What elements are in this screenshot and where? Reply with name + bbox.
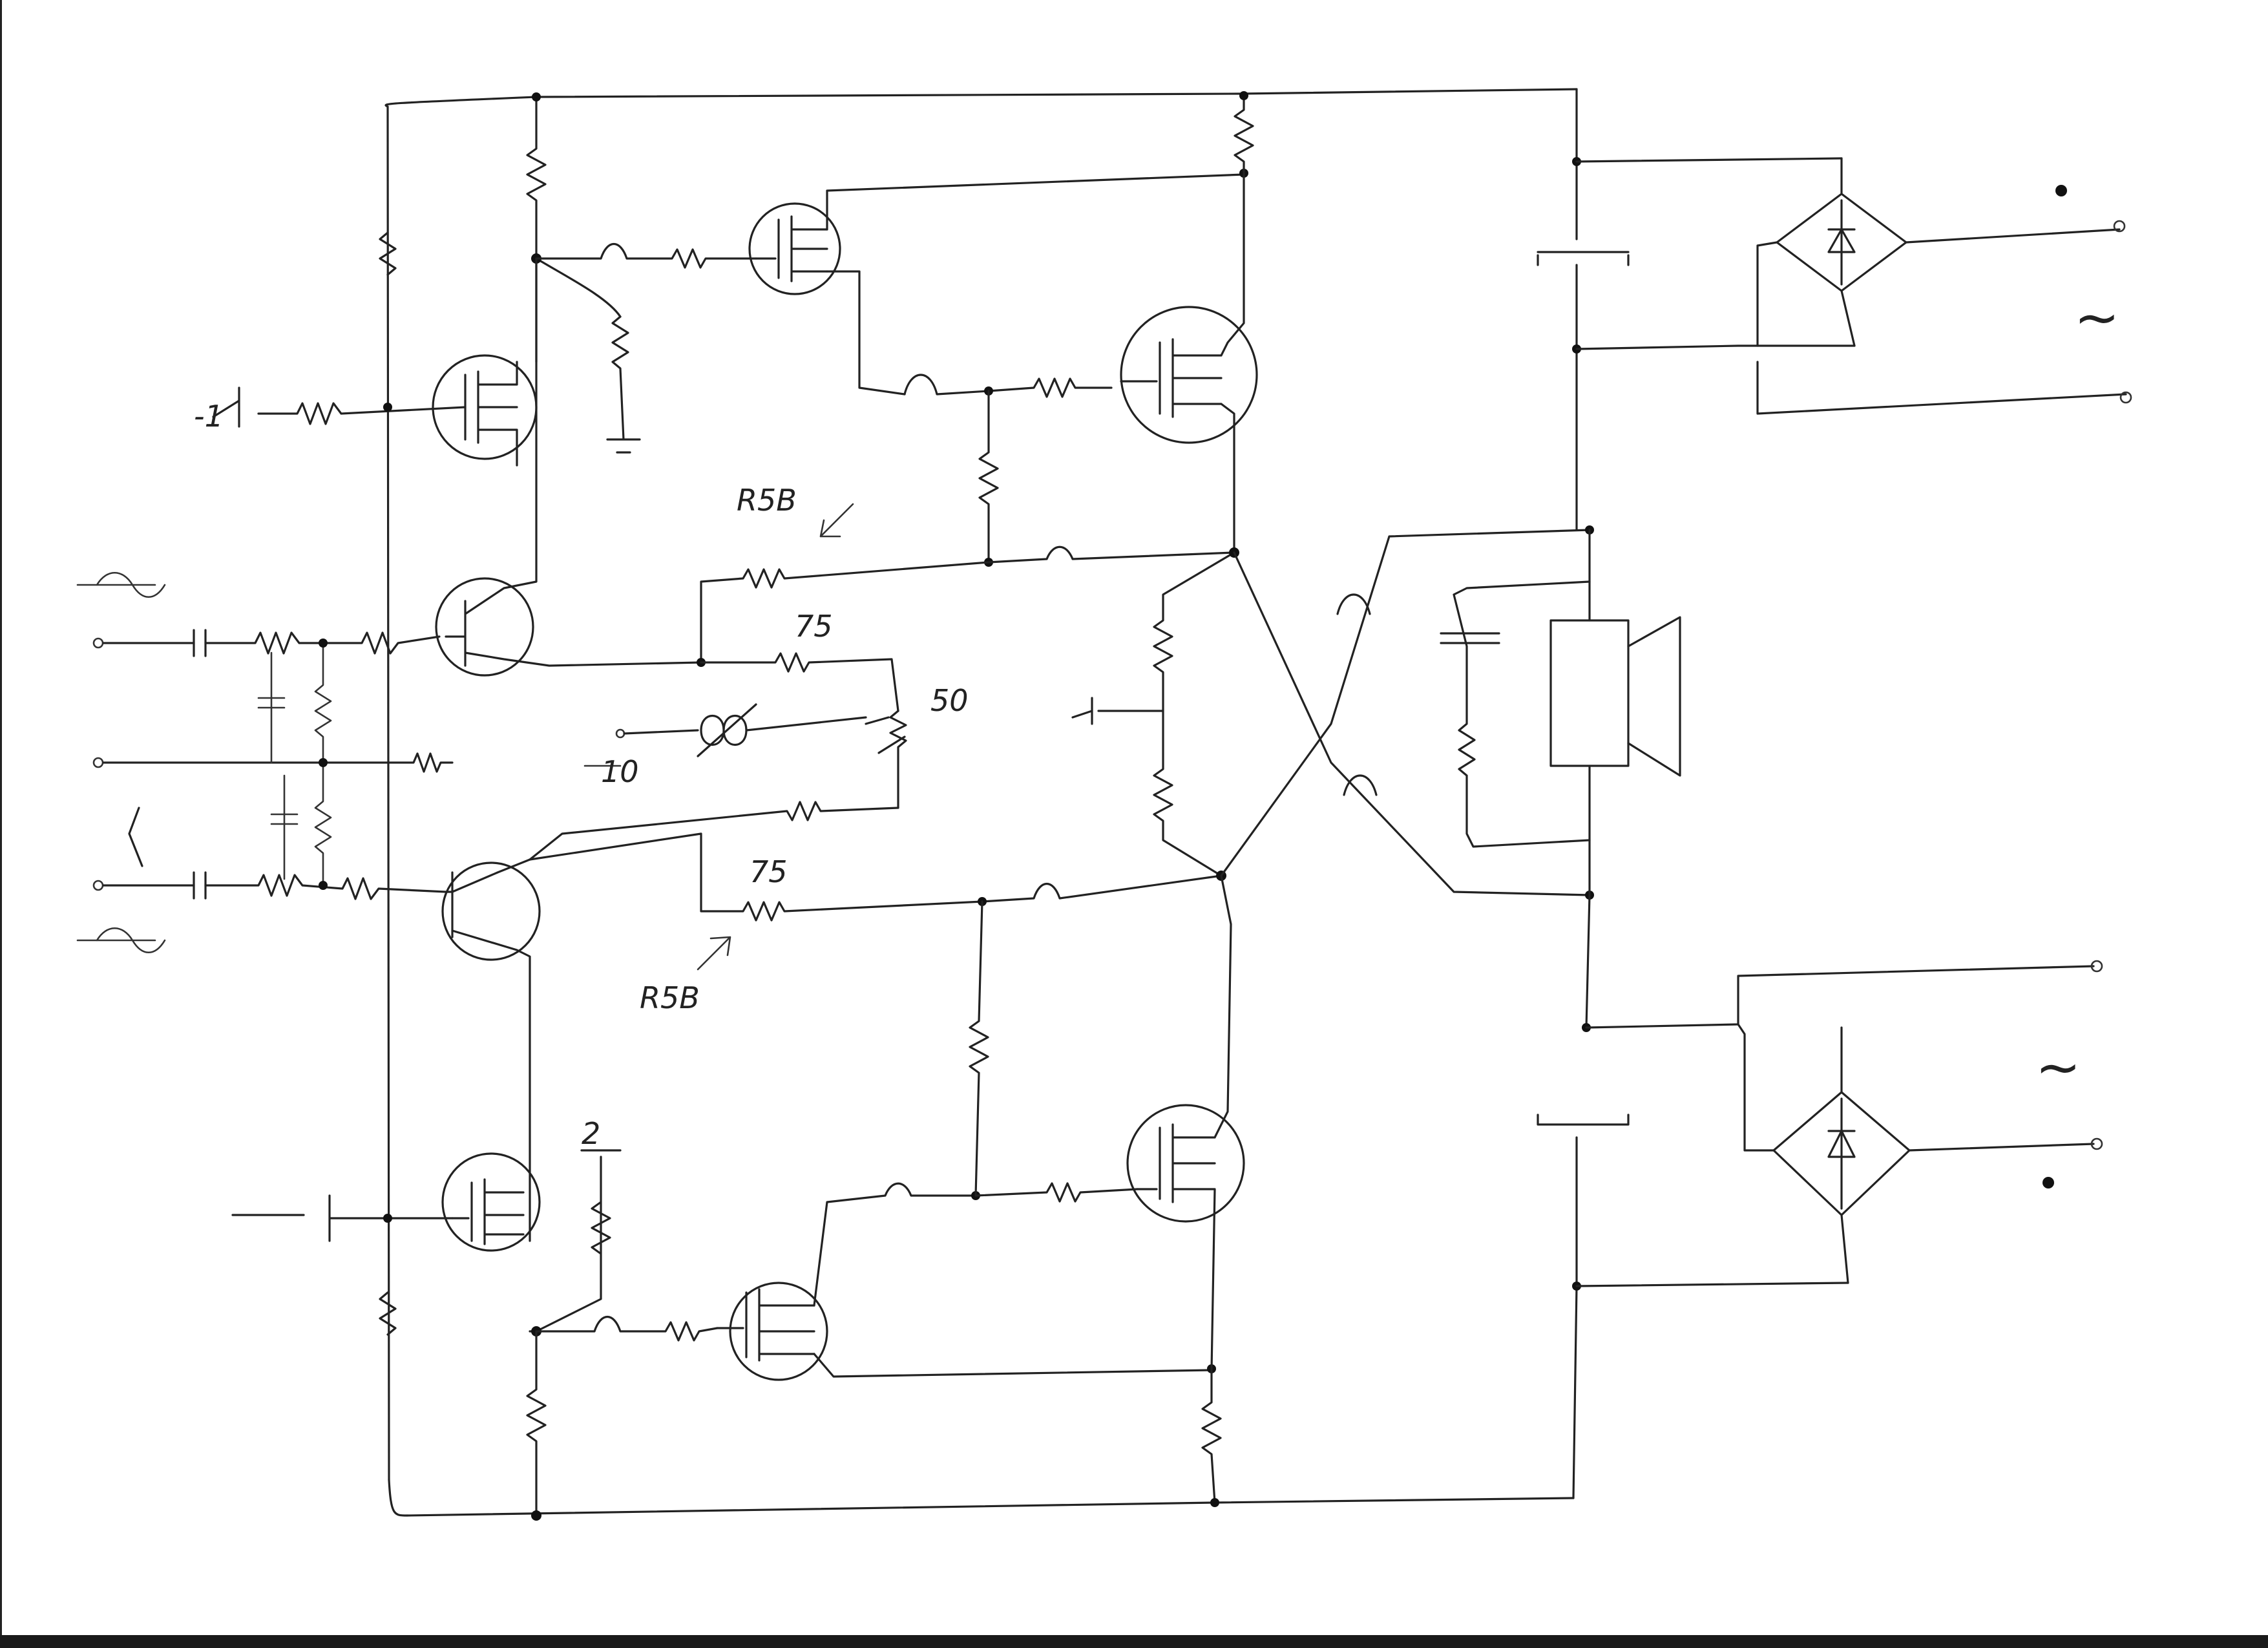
output-mosfet-bottom-group <box>969 874 1245 1371</box>
scan-bottom-band <box>0 1635 2268 1648</box>
ground-resistor <box>606 315 641 454</box>
ac-symbol-top: ~ <box>2074 286 2119 349</box>
input-terminal-top[interactable] <box>92 637 104 649</box>
minus-one-bias <box>1071 697 1164 725</box>
gate-drive-minus-one <box>212 386 467 428</box>
ac-terminal-top-1[interactable] <box>2113 220 2126 233</box>
sine-symbol-bottom <box>76 927 166 953</box>
transistor-q2-input[interactable] <box>435 577 534 677</box>
node-a-wiring <box>535 257 622 363</box>
label-pot-value: 50 <box>930 683 969 718</box>
cross-wire-b <box>1220 529 1591 877</box>
sine-symbol-top <box>76 571 166 598</box>
cross-wire-a <box>1233 551 1591 896</box>
supply-capacitor-bottom <box>1537 894 1630 1499</box>
gate-bias-resistor-bottom <box>969 900 989 1197</box>
bottom-right-resistor <box>1201 1369 1222 1504</box>
zobel-network <box>1440 580 1591 848</box>
input-capacitor-bottom <box>193 871 207 900</box>
driver-bottom-wiring <box>813 1182 1213 1378</box>
label-r5b-top: R5B <box>737 483 797 518</box>
gate-bias-resistor-top <box>978 390 999 564</box>
mosfet-q5[interactable] <box>1120 306 1258 444</box>
r75-top <box>700 652 899 712</box>
emitter-resistors <box>1153 551 1235 877</box>
mid-feed-resistor <box>102 752 454 773</box>
shunt-resistor-bottom <box>314 761 332 887</box>
label-r5b-bottom: R5B <box>640 980 700 1015</box>
ac-terminal-bottom-2[interactable] <box>2090 1137 2103 1150</box>
bias-pot-50 <box>889 710 907 809</box>
gate-drive-bottom <box>231 1194 454 1242</box>
left-rail-resistor-top <box>379 231 397 276</box>
label-bias-node: 10 <box>601 754 639 789</box>
mosfet-q6[interactable] <box>441 1152 541 1252</box>
speaker-icon <box>1549 619 1630 767</box>
mosfet-q7[interactable] <box>729 1282 828 1381</box>
driver-drain-source <box>826 173 1245 396</box>
rectifier-top-leads <box>1575 157 1856 350</box>
ac-terminal-bottom-1[interactable] <box>2090 960 2103 973</box>
r75-bottom-upper <box>529 801 899 861</box>
feedback-r5b-bottom <box>529 832 1223 922</box>
speaker-cone <box>1627 616 1681 777</box>
top-right-resistor <box>1234 96 1254 174</box>
label-bottom-supply-tag: 2 <box>582 1116 600 1151</box>
left-rail-resistor-bottom <box>379 1291 397 1336</box>
to-driver-gate <box>535 242 757 269</box>
output-gate-top <box>903 374 1113 398</box>
bottom-rail-resistor <box>526 1330 547 1517</box>
label-minus-one: -1 <box>194 399 224 434</box>
output-crossover <box>1220 525 1681 900</box>
top-rail <box>384 88 1578 1481</box>
output-gate-bottom <box>974 1182 1139 1203</box>
label-r75-top: 75 <box>795 609 833 644</box>
rectifier-bottom-leads <box>1575 965 2095 1287</box>
left-column-top <box>212 91 1254 467</box>
bottom-bias-resistor <box>529 1149 622 1333</box>
top-bias-resistor <box>526 96 547 260</box>
shunt-capacitor-bottom <box>270 774 299 880</box>
ac-symbol-bottom: ~ <box>2035 1035 2081 1099</box>
feedback-r5b-top <box>700 545 1235 664</box>
input-resistor-bottom <box>204 874 447 900</box>
switch-lever <box>128 807 143 867</box>
mosfet-q3[interactable] <box>748 202 841 295</box>
to-driver-gate-bottom <box>535 1315 719 1342</box>
wire-hop-marks <box>1336 593 1378 796</box>
shunt-capacitor-top <box>257 651 286 764</box>
scan-left-edge <box>0 0 2 1635</box>
transistor-q4-input[interactable] <box>441 861 541 961</box>
power-supply <box>1537 88 2132 1499</box>
ac-terminal-top-2[interactable] <box>2119 391 2132 404</box>
thermal-bias-element <box>623 703 867 757</box>
bottom-rail <box>388 1479 1575 1517</box>
input-stage <box>76 571 454 953</box>
label-r75-bottom: 75 <box>750 854 788 889</box>
input-terminal-mid[interactable] <box>92 757 104 768</box>
input-capacitor-top <box>193 629 207 657</box>
input-terminal-bottom[interactable] <box>92 880 104 891</box>
input-resistor-top <box>204 631 441 655</box>
supply-capacitor-top <box>1537 88 1630 531</box>
mosfet-q8[interactable] <box>1126 1104 1245 1223</box>
left-column-bottom <box>231 858 1222 1521</box>
shunt-resistor-top <box>314 642 332 764</box>
output-mosfet-top-group <box>903 172 1258 567</box>
center-network <box>435 257 1239 922</box>
